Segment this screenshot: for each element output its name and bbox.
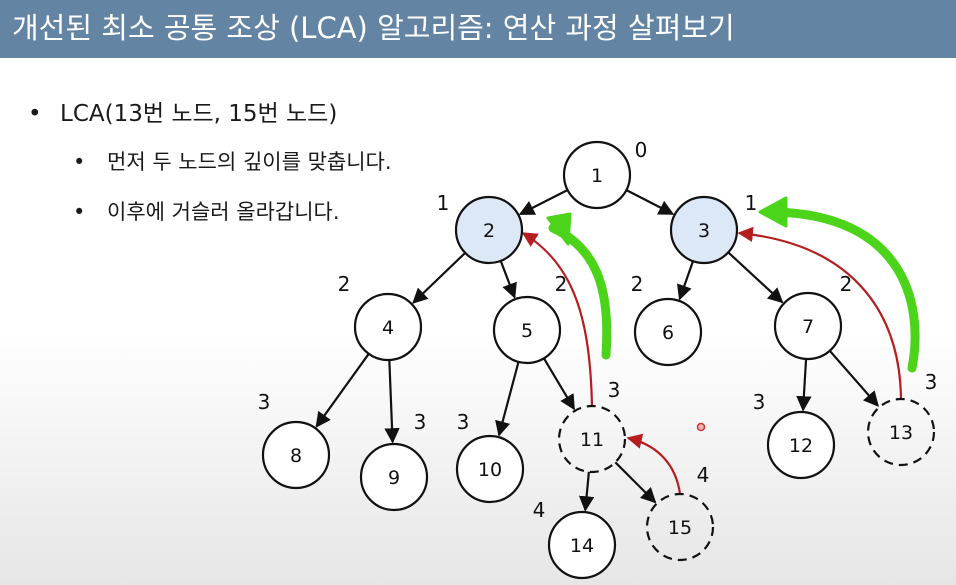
node-circle <box>773 291 843 361</box>
depth-label: 0 <box>635 138 648 162</box>
red-jump-13-3 <box>737 226 903 400</box>
tree-node-12: 12 <box>766 410 836 480</box>
tree-edge-1-2 <box>518 188 569 216</box>
node-circle <box>454 195 524 265</box>
bullet-glyph: • <box>73 200 86 224</box>
tree-node-9: 9 <box>359 442 429 512</box>
red-jump-11-2 <box>521 232 594 407</box>
tree-node-4: 4 <box>353 292 423 362</box>
node-label: 5 <box>521 320 533 342</box>
node-circle <box>359 442 429 512</box>
depth-label: 3 <box>925 370 938 394</box>
node-circle <box>766 410 836 480</box>
depth-label: 2 <box>631 272 644 296</box>
depth-label: 2 <box>338 272 351 296</box>
tree-node-11: 11 <box>557 404 627 474</box>
tree-edge-7-13 <box>828 350 879 407</box>
slide-title: 개선된 최소 공통 조상 (LCA) 알고리즘: 연산 과정 살펴보기 <box>12 11 735 45</box>
tree-edge-5-11 <box>542 357 576 411</box>
tree-node-2: 2 <box>454 195 524 265</box>
depth-label: 1 <box>437 191 450 215</box>
tree-node-5: 5 <box>492 295 562 365</box>
node-label: 12 <box>789 435 813 457</box>
bullet-main-text: LCA(13번 노드, 15번 노드) <box>60 101 338 127</box>
tree-edge-3-6 <box>677 260 695 301</box>
depth-label: 3 <box>258 390 271 414</box>
title-bar: 개선된 최소 공통 조상 (LCA) 알고리즘: 연산 과정 살펴보기 <box>0 0 956 58</box>
cursor-dot <box>696 422 706 432</box>
depth-label: 4 <box>533 498 546 522</box>
node-label: 10 <box>478 459 502 481</box>
node-label: 3 <box>698 220 710 242</box>
tree-node-14: 14 <box>547 510 617 580</box>
tree-edge-5-10 <box>495 361 520 437</box>
node-circle <box>645 492 715 562</box>
green-jump-head-13-3 <box>758 196 788 228</box>
node-circle <box>633 297 703 367</box>
node-label: 14 <box>570 535 594 557</box>
tree-node-1: 1 <box>562 140 632 210</box>
depth-label: 3 <box>457 410 470 434</box>
bullet-sub-2: • 이후에 거슬러 올라갑니다. <box>73 196 340 226</box>
bullet-sub-1-text: 먼저 두 노드의 깊이를 맞춥니다. <box>107 150 392 174</box>
tree-edge-1-3 <box>625 189 675 215</box>
tree-edge-3-7 <box>727 251 784 304</box>
node-circle <box>547 510 617 580</box>
node-circle <box>866 397 936 467</box>
node-label: 15 <box>668 517 692 539</box>
tree-edge-2-4 <box>412 252 466 304</box>
depth-label: 1 <box>745 191 758 215</box>
node-label: 7 <box>802 316 814 338</box>
bullet-glyph: • <box>73 150 86 174</box>
depth-label: 3 <box>753 390 766 414</box>
node-label: 6 <box>662 322 674 344</box>
node-label: 4 <box>382 317 394 339</box>
bullet-sub-1: • 먼저 두 노드의 깊이를 맞춥니다. <box>73 146 392 176</box>
depth-label: 3 <box>414 410 427 434</box>
depth-label: 2 <box>555 272 568 296</box>
tree-node-6: 6 <box>633 297 703 367</box>
green-jump-13-3 <box>770 207 920 373</box>
tree-node-3: 3 <box>669 195 739 265</box>
node-label: 13 <box>889 422 913 444</box>
bullet-glyph: • <box>28 101 42 127</box>
node-label: 8 <box>290 445 302 467</box>
tree-node-13: 13 <box>866 397 936 467</box>
tree-node-8: 8 <box>261 420 331 490</box>
node-circle <box>557 404 627 474</box>
tree-node-7: 7 <box>773 291 843 361</box>
node-circle <box>562 140 632 210</box>
node-circle <box>455 434 525 504</box>
tree-edge-11-14 <box>578 471 595 512</box>
tree-edge-4-9 <box>384 359 400 444</box>
depth-label: 4 <box>697 463 710 487</box>
bullet-sub-2-text: 이후에 거슬러 올라갑니다. <box>107 200 340 224</box>
node-label: 9 <box>388 467 400 489</box>
node-label: 11 <box>580 429 604 451</box>
node-circle <box>492 295 562 365</box>
node-circle <box>261 420 331 490</box>
node-label: 1 <box>591 165 603 187</box>
green-jump-head-11-2 <box>546 212 572 246</box>
tree-edge-11-15 <box>614 461 657 504</box>
tree-node-15: 15 <box>645 492 715 562</box>
tree-edge-2-5 <box>499 260 517 299</box>
tree-node-10: 10 <box>455 434 525 504</box>
node-circle <box>669 195 739 265</box>
depth-label: 2 <box>840 272 853 296</box>
red-jump-15-11 <box>626 433 682 495</box>
tree-edge-4-8 <box>315 353 370 428</box>
node-circle <box>353 292 423 362</box>
bullet-main: • LCA(13번 노드, 15번 노드) <box>28 94 337 128</box>
depth-label: 3 <box>608 378 621 402</box>
node-label: 2 <box>483 220 495 242</box>
tree-edge-7-12 <box>796 358 812 412</box>
